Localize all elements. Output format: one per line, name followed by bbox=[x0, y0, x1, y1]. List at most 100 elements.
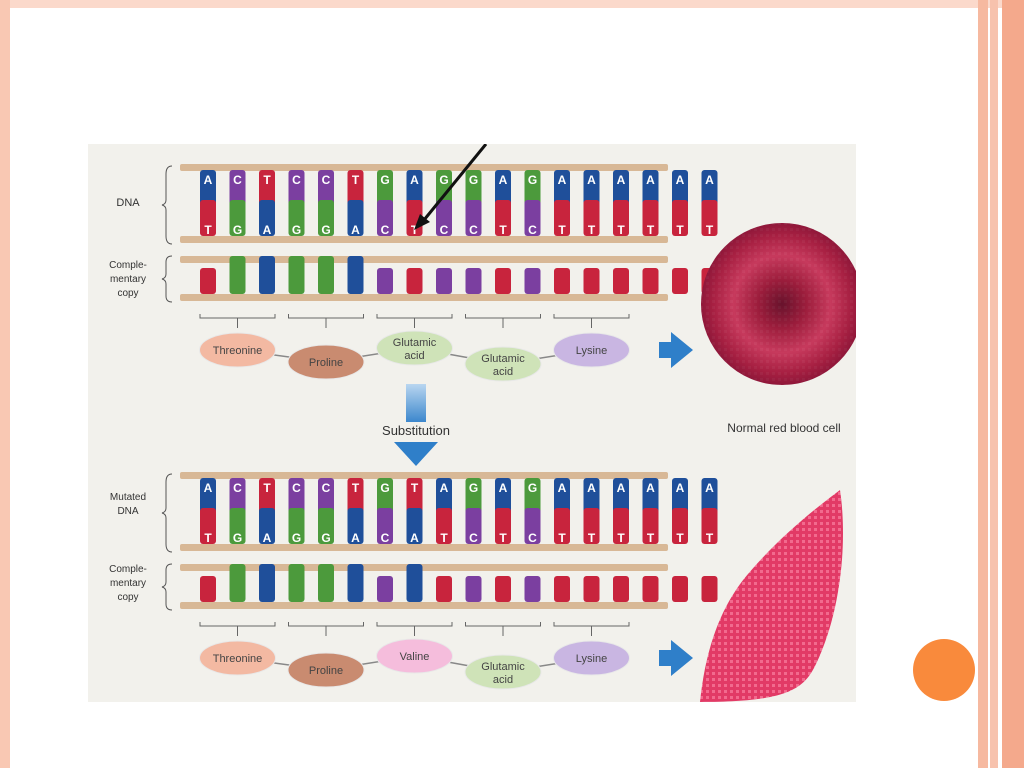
amino-acid-bead bbox=[553, 332, 630, 368]
dna-base-bottom bbox=[318, 200, 334, 236]
dna-base-letter-top: A bbox=[676, 173, 685, 187]
dna-base-letter-top: G bbox=[439, 173, 448, 187]
dna-base-top bbox=[613, 170, 629, 206]
dna-base-letter-bottom: G bbox=[321, 223, 330, 237]
codon-bracket bbox=[288, 622, 364, 636]
dna-base-top bbox=[672, 478, 688, 514]
dna-base-letter-top: A bbox=[204, 173, 213, 187]
dna-base-bottom bbox=[672, 508, 688, 544]
substitution-label-bg bbox=[368, 422, 464, 440]
copy-base bbox=[347, 256, 364, 294]
copy-base bbox=[672, 576, 688, 602]
copy-base bbox=[259, 256, 275, 294]
copy-base bbox=[642, 268, 659, 294]
dna-base-letter-top: A bbox=[440, 481, 449, 495]
to-cell-arrow bbox=[659, 640, 693, 676]
dna-base-letter-top: G bbox=[528, 173, 537, 187]
dna-base-bottom bbox=[613, 200, 629, 236]
dna-base-letter-bottom: T bbox=[706, 531, 714, 545]
copy-base bbox=[288, 564, 305, 602]
copy-base bbox=[495, 268, 511, 294]
amino-acid-label: Proline bbox=[309, 665, 343, 677]
dna-base-letter-top: A bbox=[204, 481, 213, 495]
dna-base-letter-bottom: C bbox=[440, 223, 449, 237]
dna-base-letter-bottom: T bbox=[558, 531, 566, 545]
dna-base-letter-bottom: C bbox=[528, 223, 537, 237]
dna-base-top bbox=[318, 170, 334, 206]
dna-base-top bbox=[377, 478, 393, 514]
dna-base-letter-bottom: A bbox=[351, 531, 360, 545]
dna-base-letter-bottom: G bbox=[321, 531, 330, 545]
copy-base bbox=[672, 268, 688, 294]
copy-base bbox=[377, 268, 393, 294]
frame-left bbox=[0, 0, 10, 768]
dna-base-letter-bottom: T bbox=[588, 531, 596, 545]
dna-base-letter-top: G bbox=[469, 481, 478, 495]
dna-base-letter-top: A bbox=[587, 481, 596, 495]
dna-base-letter-bottom: T bbox=[588, 223, 596, 237]
frame-right-stripe bbox=[978, 0, 988, 768]
dna-base-letter-top: C bbox=[233, 481, 242, 495]
dna-base-letter-top: A bbox=[499, 173, 508, 187]
copy-base bbox=[200, 576, 216, 602]
dna-base-letter-top: T bbox=[352, 173, 360, 187]
dna-base-letter-top: A bbox=[499, 481, 508, 495]
dna-base-bottom bbox=[436, 508, 452, 544]
copy-base bbox=[613, 268, 629, 294]
dna-base-bottom bbox=[465, 508, 482, 544]
dna-backbone-bottom bbox=[180, 236, 668, 243]
amino-acid-bead bbox=[553, 640, 630, 676]
dna-base-letter-top: A bbox=[705, 173, 714, 187]
dna-label: DNA bbox=[116, 197, 140, 209]
amino-acid-label: acid bbox=[493, 366, 513, 378]
dna-base-letter-top: T bbox=[263, 481, 271, 495]
copy-base bbox=[524, 576, 541, 602]
amino-acid-bead bbox=[199, 640, 276, 676]
dna-base-top bbox=[554, 170, 570, 206]
normal-cell-caption: Normal red blood cell bbox=[727, 421, 840, 435]
copy-base bbox=[259, 564, 275, 602]
dna-base-letter-bottom: C bbox=[469, 531, 478, 545]
copy-base bbox=[583, 576, 600, 602]
dna-base-letter-top: A bbox=[617, 173, 626, 187]
copy-base bbox=[495, 576, 511, 602]
dna-base-letter-bottom: C bbox=[469, 223, 478, 237]
dna-base-top bbox=[583, 478, 600, 514]
dna-base-letter-top: T bbox=[352, 481, 360, 495]
dna-base-bottom bbox=[524, 508, 541, 544]
dna-base-letter-bottom: T bbox=[676, 223, 684, 237]
amino-acid-label: Glutamic bbox=[481, 353, 525, 365]
dna-base-top bbox=[701, 478, 718, 514]
dna-base-bottom bbox=[229, 508, 246, 544]
complementary-copy-label-line1: Comple- bbox=[109, 260, 147, 271]
frame-top bbox=[0, 0, 1024, 8]
copy-base bbox=[465, 268, 482, 294]
substitution-arrow-head bbox=[394, 442, 438, 466]
codon-bracket bbox=[376, 314, 453, 328]
dna-base-top bbox=[288, 478, 305, 514]
dna-base-letter-top: G bbox=[380, 173, 389, 187]
dna-base-top bbox=[672, 170, 688, 206]
amino-acid-label: Proline bbox=[309, 357, 343, 369]
amino-acid-label: Glutamic bbox=[481, 661, 525, 673]
dna-base-bottom bbox=[613, 508, 629, 544]
dna-base-top bbox=[318, 478, 334, 514]
mutated-dna-label-line2: DNA bbox=[117, 506, 138, 517]
dna-base-bottom bbox=[347, 200, 364, 236]
dna-base-letter-bottom: T bbox=[499, 223, 507, 237]
dna-base-letter-top: C bbox=[322, 481, 331, 495]
dna-base-bottom bbox=[583, 508, 600, 544]
dna-base-top bbox=[436, 170, 452, 206]
dna-base-letter-bottom: C bbox=[381, 223, 390, 237]
dna-base-bottom bbox=[524, 200, 541, 236]
amino-acid-label: acid bbox=[404, 350, 424, 362]
amino-acid-label: Valine bbox=[400, 651, 430, 663]
dna-base-bottom bbox=[701, 508, 718, 544]
section-braces bbox=[161, 165, 173, 611]
copy-base bbox=[583, 268, 600, 294]
amino-acid-label: Lysine bbox=[576, 653, 607, 665]
dna-base-top bbox=[583, 170, 600, 206]
dna-base-letter-top: T bbox=[263, 173, 271, 187]
dna-base-bottom bbox=[318, 508, 334, 544]
dna-base-letter-bottom: G bbox=[292, 531, 301, 545]
